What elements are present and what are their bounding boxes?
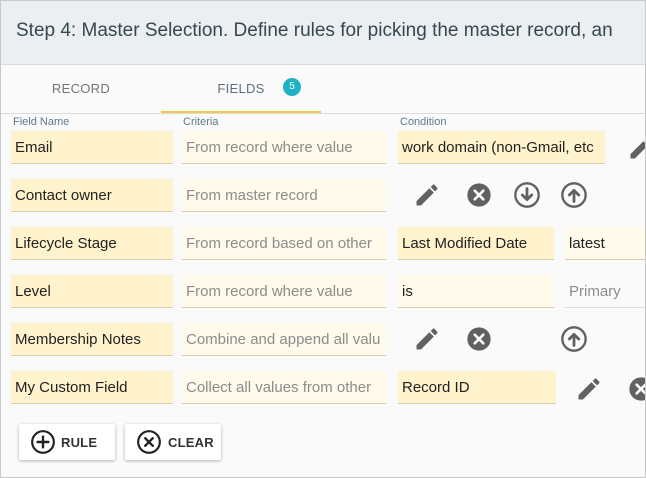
field-name-select[interactable]: My Custom Field — [11, 371, 173, 404]
criteria-select[interactable]: Combine and append all valu — [182, 323, 386, 356]
column-header-condition: Condition — [400, 116, 447, 128]
field-name-select[interactable]: Lifecycle Stage — [11, 227, 173, 260]
move-up-icon[interactable] — [560, 181, 588, 209]
step-header: Step 4: Master Selection. Define rules f… — [1, 1, 645, 65]
move-down-icon[interactable] — [513, 181, 541, 209]
field-name-value: Level — [15, 283, 51, 300]
condition-value: Last Modified Date — [402, 235, 528, 252]
value-input[interactable]: Primary — [565, 275, 645, 308]
add-rule-button[interactable]: RULE — [19, 424, 115, 460]
clear-circle-icon — [136, 429, 162, 455]
edit-icon[interactable] — [575, 375, 603, 403]
criteria-value: From record where value — [186, 139, 353, 156]
add-rule-label: RULE — [61, 435, 98, 450]
field-name-value: Email — [15, 139, 53, 156]
field-name-value: My Custom Field — [15, 379, 128, 396]
fields-count-badge: 5 — [283, 78, 301, 96]
criteria-select[interactable]: From master record — [182, 179, 386, 212]
criteria-value: Collect all values from other — [186, 379, 372, 396]
criteria-select[interactable]: From record where value — [182, 275, 386, 308]
edit-icon[interactable] — [413, 181, 441, 209]
criteria-select[interactable]: From record based on other — [182, 227, 386, 260]
criteria-select[interactable]: From record where value — [182, 131, 386, 164]
column-header-field-name: Field Name — [13, 116, 70, 128]
order-select[interactable]: latest — [565, 227, 645, 260]
criteria-value: Combine and append all valu — [186, 331, 381, 348]
criteria-select[interactable]: Collect all values from other — [182, 371, 386, 404]
condition-select[interactable]: Last Modified Date — [398, 227, 554, 260]
operator-value: is — [402, 283, 413, 300]
operator-select[interactable]: is — [398, 275, 554, 308]
remove-icon[interactable] — [465, 325, 493, 353]
clear-button[interactable]: CLEAR — [125, 424, 221, 460]
condition-value: Record ID — [402, 379, 470, 396]
criteria-value: From master record — [186, 187, 318, 204]
tab-record[interactable]: RECORD — [51, 81, 111, 96]
step-title: Step 4: Master Selection. Define rules f… — [16, 20, 613, 41]
field-name-value: Contact owner — [15, 187, 112, 204]
remove-icon[interactable] — [627, 375, 645, 403]
field-name-select[interactable]: Contact owner — [11, 179, 173, 212]
condition-select[interactable]: work domain (non-Gmail, etc — [398, 131, 605, 164]
condition-value: work domain (non-Gmail, etc — [402, 139, 594, 156]
clear-label: CLEAR — [168, 435, 214, 450]
edit-icon[interactable] — [627, 134, 645, 162]
tab-fields[interactable]: FIELDS — [161, 65, 321, 113]
move-up-icon[interactable] — [560, 325, 588, 353]
value-input-text: Primary — [569, 283, 621, 300]
add-circle-icon — [30, 429, 56, 455]
remove-icon[interactable] — [465, 181, 493, 209]
field-name-value: Lifecycle Stage — [15, 235, 117, 252]
field-name-select[interactable]: Level — [11, 275, 173, 308]
field-name-select[interactable]: Membership Notes — [11, 323, 173, 356]
order-value: latest — [569, 235, 605, 252]
field-name-value: Membership Notes — [15, 331, 141, 348]
column-header-criteria: Criteria — [183, 116, 219, 128]
criteria-value: From record based on other — [186, 235, 372, 252]
tab-bar: RECORD FIELDS — [1, 65, 645, 114]
edit-icon[interactable] — [413, 325, 441, 353]
field-name-select[interactable]: Email — [11, 131, 173, 164]
criteria-value: From record where value — [186, 283, 353, 300]
condition-select[interactable]: Record ID — [398, 371, 556, 404]
